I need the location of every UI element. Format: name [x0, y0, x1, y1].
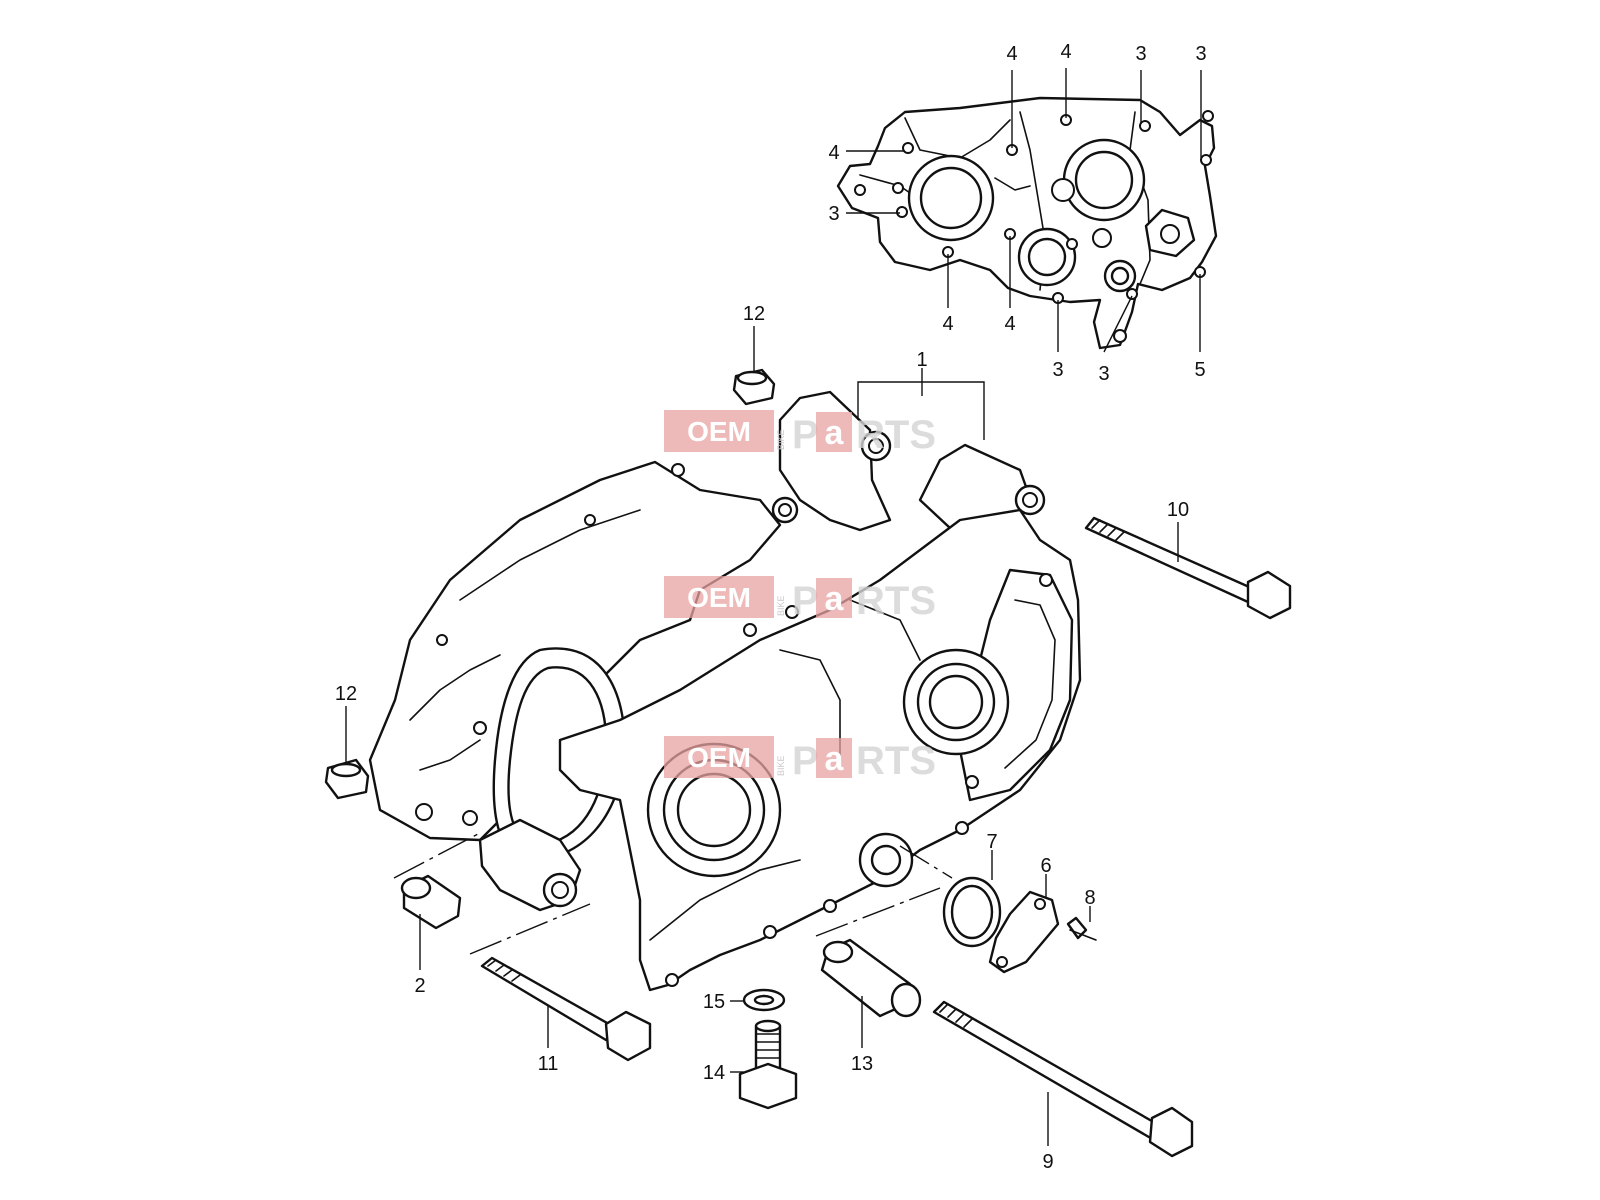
callout-13: 13	[851, 1053, 873, 1075]
drain-plug-14	[730, 1019, 798, 1110]
watermark-part-a: P	[792, 579, 819, 623]
callout-9: 9	[1042, 1151, 1053, 1173]
watermark-part-b: a	[825, 580, 845, 618]
callout-4a: 4	[1006, 43, 1017, 65]
callout-4e: 4	[1004, 313, 1015, 335]
watermark-part-b: a	[825, 414, 845, 452]
leader-1	[857, 368, 985, 440]
watermark-box	[664, 576, 774, 618]
inset-leader-lines	[846, 68, 1202, 353]
watermark-brand: OEM	[687, 416, 751, 447]
callout-11: 11	[538, 1053, 559, 1075]
crankcase-inner-view	[836, 96, 1218, 350]
screw-8	[1066, 906, 1097, 941]
watermark-3: OEM BIKE P a RTS	[664, 736, 936, 783]
callout-10: 10	[1167, 499, 1189, 521]
callout-3d: 3	[1052, 359, 1063, 381]
callout-labels: 1 2 3 3 3 3 3 4 4 4 4 4 5 6 7 8 9 10 11 …	[335, 41, 1207, 1173]
nut-12-left	[324, 706, 370, 800]
callout-14: 14	[703, 1062, 725, 1084]
crankcase-assembly	[368, 390, 1082, 992]
bolt-11	[469, 903, 652, 1062]
watermark-small: BIKE	[776, 755, 786, 776]
watermark-part-a: P	[792, 413, 819, 457]
callout-7: 7	[986, 831, 997, 853]
watermark-part-a: P	[792, 739, 819, 783]
callout-5: 5	[1194, 359, 1205, 381]
nut-12-top	[732, 326, 776, 406]
callout-12b: 12	[335, 683, 357, 705]
callout-4d: 4	[942, 313, 953, 335]
callout-2: 2	[414, 975, 425, 997]
callout-3c: 3	[828, 203, 839, 225]
watermark-box	[664, 410, 774, 452]
watermark-small: BIKE	[776, 595, 786, 616]
watermark-a-box	[816, 578, 852, 618]
o-ring-7	[899, 845, 1002, 948]
callout-12a: 12	[743, 303, 765, 325]
callout-4c: 4	[828, 142, 839, 164]
watermark-part-b: a	[825, 740, 845, 778]
bushing-13	[815, 887, 941, 1048]
callout-4b: 4	[1060, 41, 1071, 63]
callout-15: 15	[703, 991, 725, 1013]
washer-15	[730, 988, 786, 1012]
watermark-part-c: RTS	[856, 579, 936, 623]
callout-1: 1	[916, 349, 927, 371]
bolt-9	[932, 1000, 1194, 1158]
watermark-part-c: RTS	[856, 413, 936, 457]
watermark-part-c: RTS	[856, 739, 936, 783]
watermark-brand: OEM	[687, 582, 751, 613]
watermark-1: OEM BIKE P a RTS	[664, 410, 936, 457]
watermark-small: BIKE	[776, 429, 786, 450]
watermark-a-box	[816, 738, 852, 778]
callout-3b: 3	[1195, 43, 1206, 65]
callout-8: 8	[1084, 887, 1095, 909]
watermark-box	[664, 736, 774, 778]
callout-3e: 3	[1098, 363, 1109, 385]
watermark-a-box	[816, 412, 852, 452]
callout-6: 6	[1040, 855, 1051, 877]
cover-6	[988, 874, 1060, 974]
dowel-2	[393, 833, 479, 970]
watermark-2: OEM BIKE P a RTS	[664, 576, 936, 623]
bolt-10	[1084, 516, 1292, 620]
watermark-brand: OEM	[687, 742, 751, 773]
callout-3a: 3	[1135, 43, 1146, 65]
